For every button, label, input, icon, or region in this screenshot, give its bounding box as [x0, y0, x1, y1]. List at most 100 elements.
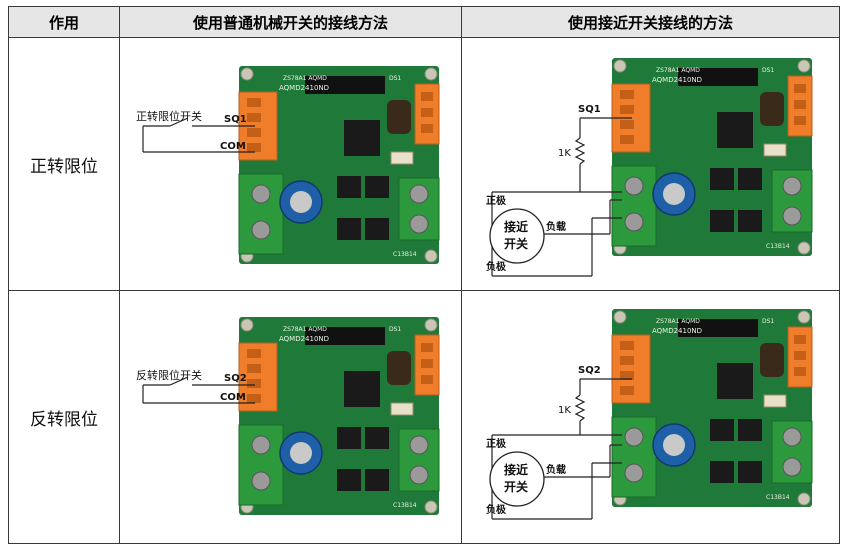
mosfet — [738, 461, 762, 483]
mosfet — [365, 176, 389, 198]
mosfet — [710, 461, 734, 483]
mounting-hole — [613, 59, 627, 73]
terminal-label-signal: SQ2 — [224, 373, 247, 384]
mounting-hole — [424, 249, 438, 263]
silkscreen-text: C13B14 — [766, 243, 790, 250]
mcu-chip — [717, 363, 753, 399]
mounting-hole — [240, 67, 254, 81]
silkscreen-text: C13B14 — [393, 502, 417, 509]
connector-pin — [421, 92, 433, 101]
mosfet — [337, 469, 361, 491]
switch-label: 反转限位开关 — [136, 368, 202, 382]
connector-pin — [794, 84, 806, 93]
sensor-label-line1: 接近 — [504, 462, 528, 477]
connector-pin — [421, 124, 433, 133]
terminal-screw — [251, 435, 271, 455]
crystal — [760, 92, 784, 126]
terminal-screw — [624, 212, 644, 232]
silkscreen-text: ZS78A1 AQMD — [656, 318, 700, 325]
connector-pin — [794, 116, 806, 125]
fuse — [390, 151, 414, 165]
mounting-hole — [797, 492, 811, 506]
connector-pin — [620, 371, 634, 380]
wiring-table: 作用 使用普通机械开关的接线方法 使用接近开关接线的方法 正转限位 ZS78A1… — [8, 6, 840, 544]
load-label: 负载 — [546, 463, 566, 476]
capacitor-top — [663, 434, 685, 456]
connector-pin — [247, 364, 261, 373]
terminal-label-com: COM — [220, 141, 246, 152]
connector-pin — [620, 356, 634, 365]
silkscreen-text: DS1 — [389, 326, 401, 333]
proximity-switch-wiring: 1K SQ2 正极 负载 负极 接近 开关 — [486, 365, 632, 520]
mosfet — [710, 419, 734, 441]
terminal-screw — [782, 457, 802, 477]
negative-label: 负极 — [486, 503, 507, 516]
row-label-reverse: 反转限位 — [8, 290, 120, 544]
silkscreen-text: DS1 — [762, 318, 774, 325]
mounting-hole — [424, 500, 438, 514]
capacitor-top — [290, 191, 312, 213]
board-model-label: AQMD2410ND — [279, 335, 329, 343]
mcu-chip — [344, 120, 380, 156]
silkscreen-text: ZS78A1 AQMD — [283, 75, 327, 82]
board-model-label: AQMD2410ND — [652, 327, 702, 335]
load-label: 负载 — [546, 220, 566, 233]
connector-pin — [620, 105, 634, 114]
connector-pin — [247, 143, 261, 152]
header-row: 作用 使用普通机械开关的接线方法 使用接近开关接线的方法 — [8, 6, 840, 38]
connector-pin — [247, 113, 261, 122]
positive-label: 正极 — [486, 437, 507, 450]
terminal-screw — [624, 427, 644, 447]
crystal — [760, 343, 784, 377]
mounting-hole — [613, 310, 627, 324]
mounting-hole — [424, 67, 438, 81]
sensor-label-line2: 开关 — [504, 479, 528, 494]
fuse — [763, 394, 787, 408]
mosfet — [337, 176, 361, 198]
connector-pin — [247, 349, 261, 358]
terminal-screw — [624, 176, 644, 196]
positive-label: 正极 — [486, 194, 507, 207]
signal-label: SQ2 — [578, 365, 601, 376]
switch-label: 正转限位开关 — [136, 109, 202, 123]
mosfet — [738, 210, 762, 232]
pin-header — [305, 76, 385, 94]
mounting-hole — [797, 310, 811, 324]
pin-header — [678, 68, 758, 86]
resistor-label: 1K — [558, 405, 571, 416]
row-label-forward: 正转限位 — [8, 37, 120, 291]
silkscreen-text: ZS78A1 AQMD — [283, 326, 327, 333]
mosfet — [710, 168, 734, 190]
sensor-label-line1: 接近 — [504, 219, 528, 234]
mounting-hole — [797, 241, 811, 255]
connector-pin — [620, 386, 634, 395]
mosfet — [365, 427, 389, 449]
connector-pin — [794, 367, 806, 376]
connector-pin — [620, 90, 634, 99]
terminal-label-com: COM — [220, 392, 246, 403]
connector-pin — [247, 394, 261, 403]
mosfet — [710, 210, 734, 232]
board-model-label: AQMD2410ND — [279, 84, 329, 92]
mounting-hole — [240, 318, 254, 332]
connector-pin — [421, 375, 433, 384]
mosfet — [738, 168, 762, 190]
resistor-label: 1K — [558, 148, 571, 159]
terminal-screw — [251, 184, 271, 204]
terminal-screw — [782, 206, 802, 226]
silkscreen-text: ZS78A1 AQMD — [656, 67, 700, 74]
mechanical-switch-wiring: 正转限位开关 SQ1 COM — [136, 109, 255, 153]
connector-pin — [620, 135, 634, 144]
connector-pin — [794, 351, 806, 360]
connector-pin — [421, 108, 433, 117]
header-function: 作用 — [8, 6, 120, 38]
